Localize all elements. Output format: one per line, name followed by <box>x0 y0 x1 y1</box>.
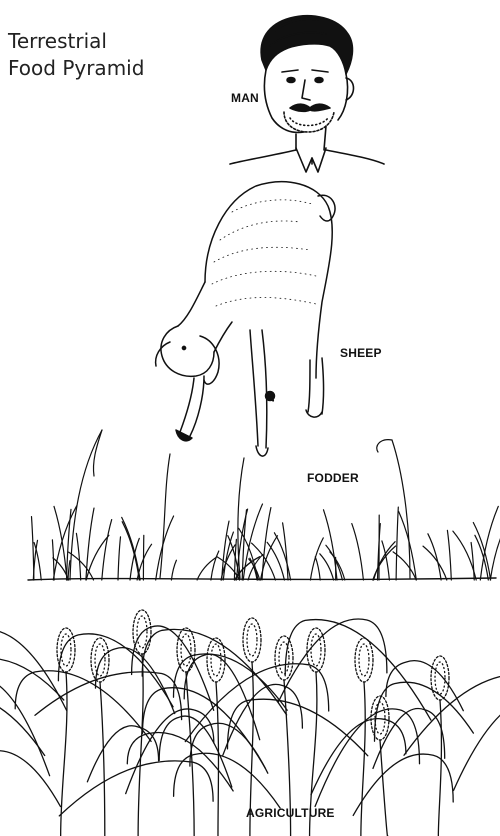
sorghum-leaf <box>285 620 431 721</box>
sorghum-leaf <box>223 684 303 755</box>
sorghum-stalk <box>438 700 441 836</box>
label-agriculture: AGRICULTURE <box>246 806 335 820</box>
sheep-illustration <box>156 182 335 456</box>
agriculture-illustration <box>0 610 500 836</box>
sorghum-leaf <box>454 698 500 791</box>
sorghum-leaf <box>159 716 232 787</box>
sorghum-leaf <box>58 634 173 707</box>
label-man: MAN <box>231 91 259 105</box>
grass-blade <box>118 537 121 580</box>
grass-blade <box>315 557 320 580</box>
grass-blade <box>490 524 500 580</box>
sorghum-stalk <box>100 682 105 836</box>
sorghum-leaf <box>174 654 288 710</box>
grass-blade <box>156 516 174 580</box>
sorghum-leaf <box>132 626 214 710</box>
sorghum-leaf <box>142 629 286 715</box>
grass-blade <box>32 517 34 580</box>
sorghum-head-texture <box>247 624 257 656</box>
grass-blade <box>396 507 398 580</box>
sorghum-head-texture <box>375 702 385 734</box>
sorghum-stalk <box>138 654 143 836</box>
label-fodder: FODDER <box>307 471 359 485</box>
sorghum-leaf <box>0 629 67 710</box>
grass-blade <box>211 551 219 580</box>
grass-blade <box>352 524 364 580</box>
sorghum-head-texture <box>359 644 369 676</box>
sorghum-leaf <box>353 754 453 815</box>
sorghum-leaf <box>35 672 182 720</box>
grass-blade <box>54 506 67 580</box>
sorghum-leaf <box>278 619 387 702</box>
sorghum-head-texture <box>211 644 221 676</box>
sorghum-stalk <box>380 740 388 836</box>
grass-blade <box>310 538 323 580</box>
grass-blade <box>471 543 474 581</box>
fodder-illustration <box>28 430 500 580</box>
grass-blade <box>326 545 343 580</box>
grass-blade <box>171 560 176 580</box>
grass-blade <box>52 540 54 580</box>
sorghum-leaf <box>0 751 61 807</box>
grass-blade <box>102 520 112 580</box>
sorghum-leaf <box>127 733 233 791</box>
grass-blade <box>447 530 451 580</box>
sorghum-leaf <box>59 761 213 816</box>
grass-blade <box>76 533 80 580</box>
sorghum-stalk <box>361 682 365 836</box>
grass-blade <box>320 554 334 580</box>
sorghum-leaf <box>96 648 175 714</box>
label-sheep: SHEEP <box>340 346 382 360</box>
sorghum-leaf <box>15 671 151 742</box>
